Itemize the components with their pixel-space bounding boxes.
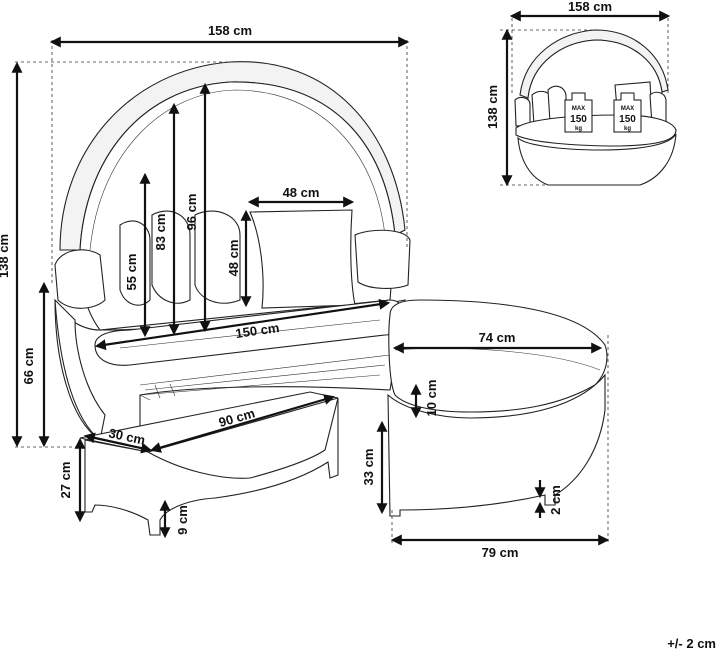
dimension-48cm-height: 48 cm — [226, 209, 252, 308]
tolerance-note: +/- 2 cm — [667, 636, 716, 651]
dim-label-66: 66 cm — [21, 348, 36, 385]
dimension-2cm: 2 cm — [534, 480, 563, 518]
dimension-150cm: 150 cm — [94, 298, 391, 351]
thumbnail-view: MAX 150 kg MAX 150 kg — [500, 18, 677, 186]
dim-label-2: 2 cm — [548, 485, 563, 515]
dimension-9cm: 9 cm — [159, 499, 190, 539]
svg-text:kg: kg — [624, 126, 631, 132]
svg-text:150: 150 — [570, 114, 587, 125]
svg-text:MAX: MAX — [621, 106, 634, 112]
dim-label-10: 10 cm — [424, 380, 439, 417]
dim-label-33: 33 cm — [361, 449, 376, 486]
thumb-dim-label-158: 158 cm — [568, 0, 612, 14]
svg-text:kg: kg — [575, 126, 582, 132]
thumbnail-dimension-158cm: 158 cm — [509, 0, 671, 22]
thumbnail-dimension-138cm: 138 cm — [485, 28, 513, 187]
weight-badge-1: MAX 150 kg — [564, 92, 593, 133]
dim-label-30: 30 cm — [107, 425, 146, 447]
dim-label-158: 158 cm — [208, 23, 252, 38]
svg-text:MAX: MAX — [572, 106, 585, 112]
dim-label-48h: 48 cm — [226, 240, 241, 277]
dimension-96cm: 96 cm — [184, 82, 211, 333]
dim-label-83: 83 cm — [153, 214, 168, 251]
dimension-138cm-height: 138 cm — [0, 61, 23, 448]
ottoman-drawing — [387, 299, 608, 517]
svg-text:150: 150 — [619, 114, 636, 125]
dimension-30cm: 30 cm — [83, 425, 153, 454]
dimension-33cm: 33 cm — [361, 420, 388, 515]
dimension-83cm: 83 cm — [153, 102, 180, 336]
dimension-66cm-height: 66 cm — [21, 281, 50, 448]
weight-badge-2: MAX 150 kg — [613, 92, 642, 133]
dim-label-150: 150 cm — [234, 320, 280, 341]
dim-label-74: 74 cm — [479, 330, 516, 345]
dim-label-79: 79 cm — [482, 545, 519, 560]
dim-label-9: 9 cm — [175, 505, 190, 535]
dim-label-96: 96 cm — [184, 194, 199, 231]
dimension-48cm-width: 48 cm — [247, 185, 355, 208]
thumb-dim-label-138: 138 cm — [485, 85, 500, 129]
dim-label-27: 27 cm — [58, 462, 73, 499]
dim-label-55: 55 cm — [124, 254, 139, 291]
dimension-158cm-top: 158 cm — [49, 23, 410, 48]
dim-label-138: 138 cm — [0, 234, 11, 278]
dimension-79cm: 79 cm — [390, 534, 610, 560]
dimension-27cm: 27 cm — [58, 437, 86, 523]
dimension-10cm: 10 cm — [410, 380, 439, 419]
dim-label-48w: 48 cm — [283, 185, 320, 200]
dimension-74cm: 74 cm — [392, 330, 603, 354]
